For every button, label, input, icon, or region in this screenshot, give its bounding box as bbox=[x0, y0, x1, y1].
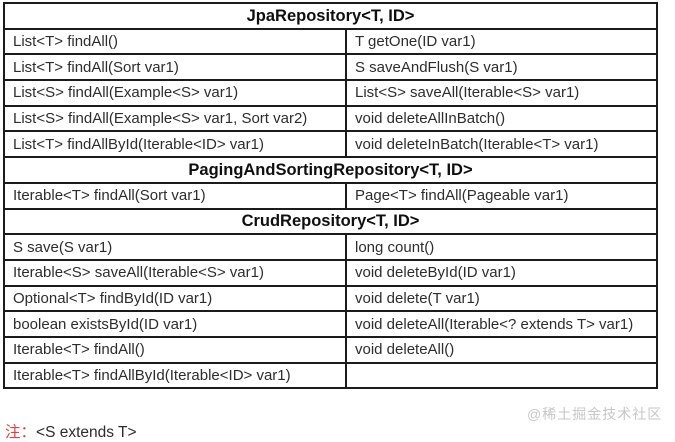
method-cell bbox=[345, 361, 658, 390]
table-row: List<S> findAll(Example<S> var1, Sort va… bbox=[3, 104, 658, 133]
method-cell: S save(S var1) bbox=[3, 233, 347, 261]
table-row: Iterable<T> findAll(Sort var1)Page<T> fi… bbox=[3, 181, 658, 210]
table-row: S save(S var1)long count() bbox=[3, 233, 658, 261]
repository-methods-table: JpaRepository<T, ID>List<T> findAll()T g… bbox=[3, 2, 658, 390]
method-cell: List<T> findAllById(Iterable<ID> var1) bbox=[3, 130, 347, 159]
table-row: List<T> findAllById(Iterable<ID> var1)vo… bbox=[3, 130, 658, 159]
watermark: @稀土掘金技术社区 bbox=[527, 406, 663, 422]
method-cell: T getOne(ID var1) bbox=[345, 27, 658, 56]
table-row: List<T> findAll(Sort var1)S saveAndFlush… bbox=[3, 53, 658, 82]
table-row: Iterable<T> findAllById(Iterable<ID> var… bbox=[3, 361, 658, 390]
method-cell: long count() bbox=[345, 233, 658, 261]
table-row: boolean existsById(ID var1)void deleteAl… bbox=[3, 310, 658, 338]
method-cell: Optional<T> findById(ID var1) bbox=[3, 284, 347, 313]
method-cell: S saveAndFlush(S var1) bbox=[345, 53, 658, 82]
section-header-2: CrudRepository<T, ID> bbox=[3, 207, 658, 236]
method-cell: void deleteInBatch(Iterable<T> var1) bbox=[345, 130, 658, 159]
note-text: <S extends T> bbox=[36, 424, 137, 441]
method-cell: void deleteAll(Iterable<? extends T> var… bbox=[345, 310, 658, 338]
method-cell: void deleteById(ID var1) bbox=[345, 258, 658, 287]
table-row: List<S> findAll(Example<S> var1)List<S> … bbox=[3, 79, 658, 107]
method-cell: Page<T> findAll(Pageable var1) bbox=[345, 181, 658, 210]
table-row: List<T> findAll()T getOne(ID var1) bbox=[3, 27, 658, 56]
method-cell: List<S> findAll(Example<S> var1) bbox=[3, 79, 347, 107]
method-cell: List<S> saveAll(Iterable<S> var1) bbox=[345, 79, 658, 107]
method-cell: List<S> findAll(Example<S> var1, Sort va… bbox=[3, 104, 347, 133]
note: 注：<S extends T> bbox=[5, 420, 137, 442]
method-cell: Iterable<T> findAll(Sort var1) bbox=[3, 181, 347, 210]
method-cell: void deleteAllInBatch() bbox=[345, 104, 658, 133]
method-cell: void deleteAll() bbox=[345, 335, 658, 364]
section-header-row: CrudRepository<T, ID> bbox=[3, 207, 658, 236]
section-header-row: PagingAndSortingRepository<T, ID> bbox=[3, 156, 658, 184]
method-cell: Iterable<T> findAllById(Iterable<ID> var… bbox=[3, 361, 347, 390]
method-cell: Iterable<S> saveAll(Iterable<S> var1) bbox=[3, 258, 347, 287]
table-row: Iterable<T> findAll()void deleteAll() bbox=[3, 335, 658, 364]
method-cell: boolean existsById(ID var1) bbox=[3, 310, 347, 338]
table-row: Optional<T> findById(ID var1)void delete… bbox=[3, 284, 658, 313]
table-row: Iterable<S> saveAll(Iterable<S> var1)voi… bbox=[3, 258, 658, 287]
method-cell: List<T> findAll() bbox=[3, 27, 347, 56]
method-cell: Iterable<T> findAll() bbox=[3, 335, 347, 364]
section-header-0: JpaRepository<T, ID> bbox=[3, 2, 658, 30]
section-header-row: JpaRepository<T, ID> bbox=[3, 2, 658, 30]
note-prefix: 注： bbox=[5, 424, 37, 441]
method-cell: List<T> findAll(Sort var1) bbox=[3, 53, 347, 82]
section-header-1: PagingAndSortingRepository<T, ID> bbox=[3, 156, 658, 184]
method-cell: void delete(T var1) bbox=[345, 284, 658, 313]
